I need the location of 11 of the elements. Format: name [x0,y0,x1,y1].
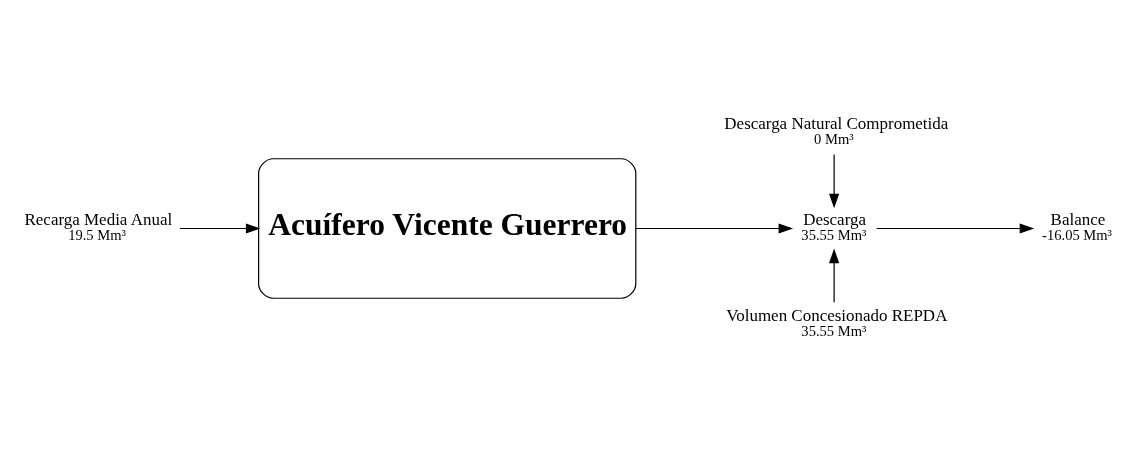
node-text: Recarga Media Anual 19.5 Mm³ [24,210,173,244]
node-text: Descarga 35.55 Mm³ [801,210,867,244]
node-text: Volumen Concesionado REPDA 35.55 Mm³ [726,305,948,339]
node-text: Balance -16.05 Mm³ [1042,210,1112,244]
arrow [829,248,840,303]
node-box: Acuífero Vicente Guerrero [258,158,637,299]
arrow [829,153,840,209]
node-text: Descarga Natural Comprometida 0 Mm³ [724,114,949,148]
arrow [179,223,261,234]
arrow [635,223,794,234]
arrow [876,223,1035,234]
